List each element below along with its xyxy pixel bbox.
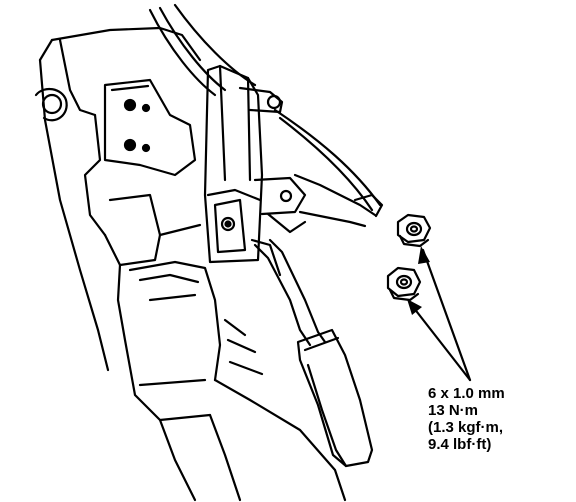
- leader-arrows: [408, 248, 472, 382]
- throttle-cable: [148, 3, 382, 212]
- arrowhead-upper: [418, 246, 430, 264]
- torque-lbf-foot: 9.4 lbf·ft): [428, 436, 492, 453]
- dashboard-panel: [34, 26, 347, 502]
- arrowhead-lower: [407, 299, 422, 315]
- flange-nut-lower: [386, 266, 422, 302]
- torque-spec-callout: 6 x 1.0 mm 13 N·m (1.3 kgf·m, 9.4 lbf·ft…: [428, 385, 568, 453]
- pedal-frame: [203, 64, 384, 264]
- mounting-bracket: [103, 78, 197, 177]
- flange-nut-upper: [396, 213, 432, 248]
- bolt-size-label: 6 x 1.0 mm: [428, 385, 505, 402]
- torque-kgf-meter: (1.3 kgf·m,: [428, 419, 504, 436]
- accelerator-pedal: [253, 238, 374, 468]
- torque-newton-meter: 13 N·m: [428, 402, 479, 419]
